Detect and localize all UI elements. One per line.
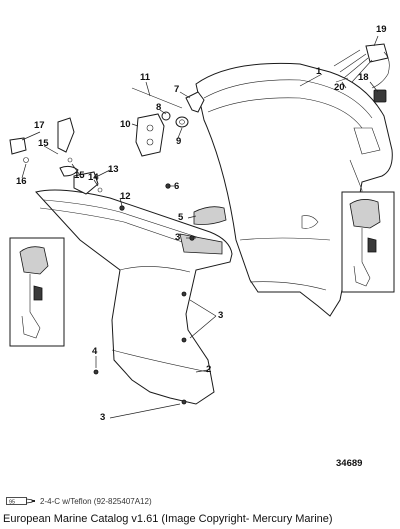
callout-18: 18	[358, 72, 369, 83]
callout-16: 16	[16, 176, 27, 187]
bottom-cowl	[35, 189, 233, 405]
callout-1: 1	[316, 66, 322, 77]
callout-17: 17	[34, 120, 45, 131]
callout-14: 14	[88, 172, 99, 183]
legend-icon-label: 95	[9, 499, 15, 505]
callout-15-b: 15	[74, 170, 85, 181]
engine-inset-left	[9, 237, 65, 347]
engine-inset-right	[341, 191, 395, 293]
callout-9: 9	[176, 136, 181, 147]
callout-3-a: 3	[175, 232, 180, 243]
fasteners	[93, 183, 195, 405]
callout-12: 12	[120, 191, 131, 202]
callout-11: 11	[140, 72, 151, 83]
callout-15-a: 15	[38, 138, 49, 149]
callout-6: 6	[174, 181, 179, 192]
callout-20: 20	[334, 82, 345, 93]
parts-diagram: 1 2 3 3 3 4 5 6 7 8 9 10 11 12 13 14 15 …	[9, 24, 395, 469]
wiring-harness	[333, 43, 390, 103]
callout-5: 5	[178, 212, 184, 223]
callout-labels: 1 2 3 3 3 4 5 6 7 8 9 10 11 12 13 14 15 …	[16, 24, 387, 423]
callout-8: 8	[156, 102, 161, 113]
leader-lines	[21, 35, 379, 419]
callout-3-c: 3	[100, 412, 105, 423]
callout-13: 13	[108, 164, 119, 175]
side-bracket-parts	[9, 117, 103, 195]
control-parts	[131, 87, 205, 157]
pin	[335, 77, 349, 83]
legend-text: 2-4-C w/Teflon (92-825407A12)	[40, 496, 152, 506]
callout-10: 10	[120, 119, 131, 130]
legend: 95 2-4-C w/Teflon (92-825407A12)	[6, 494, 152, 508]
callout-7: 7	[174, 84, 179, 95]
callout-4: 4	[92, 346, 98, 357]
callout-19: 19	[376, 24, 387, 35]
catalog-caption: European Marine Catalog v1.61 (Image Cop…	[3, 513, 333, 525]
callout-3-b: 3	[218, 310, 223, 321]
latch	[193, 206, 227, 225]
lubricant-tube-icon: 95	[6, 497, 35, 505]
callout-2: 2	[206, 364, 211, 375]
figure-number: 34689	[336, 458, 362, 469]
